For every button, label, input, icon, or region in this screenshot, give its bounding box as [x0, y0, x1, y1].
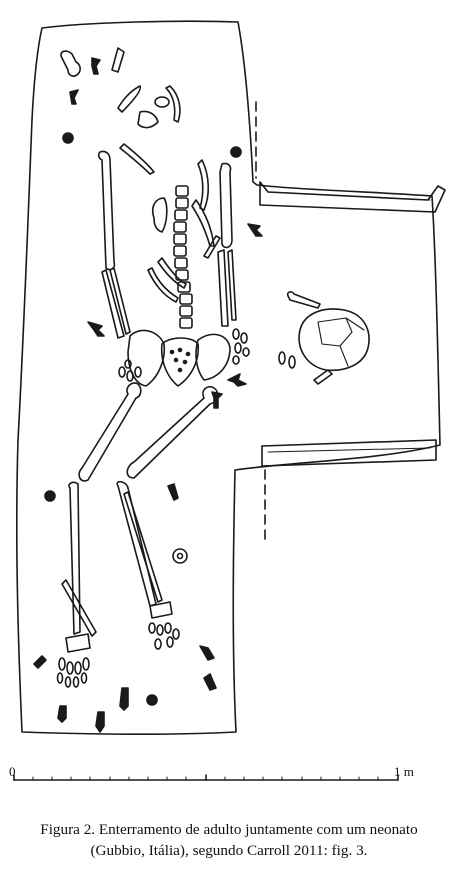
- left-hand-bones: [118, 359, 142, 382]
- ribs: [147, 159, 221, 303]
- right-forearm: [217, 249, 237, 327]
- skull-fragments: [60, 47, 181, 175]
- left-humerus: [97, 150, 116, 271]
- vertebral-column: [173, 185, 193, 329]
- scale-start-label: 0: [9, 764, 16, 779]
- lower-ledge: [261, 439, 437, 467]
- left-forearm: [101, 267, 131, 339]
- right-femur: [126, 385, 219, 479]
- right-humerus: [219, 162, 233, 249]
- dots: [44, 132, 242, 706]
- burial-plan-drawing: [13, 20, 446, 781]
- neonate-skull: [298, 308, 370, 372]
- scale-end-label: 1 m: [394, 764, 414, 779]
- upper-ledge: [259, 181, 446, 213]
- right-lower-leg: [116, 480, 163, 607]
- left-femur: [78, 382, 142, 482]
- nails: [33, 223, 263, 733]
- caption-line-2: (Gubbio, Itália), segundo Carroll 2011: …: [90, 842, 368, 859]
- caption-line-1: Figura 2. Enterramento de adulto juntame…: [40, 821, 418, 838]
- right-foot: [148, 601, 180, 650]
- ring-object: [172, 548, 188, 564]
- right-hand-bones: [232, 328, 250, 365]
- scale-bar: [13, 774, 399, 781]
- pelvis: [127, 329, 231, 387]
- left-foot: [56, 633, 91, 688]
- left-lower-leg: [61, 481, 97, 637]
- figure-caption: Figura 2. Enterramento de adulto juntame…: [0, 819, 458, 861]
- neonate-bones: [278, 291, 333, 385]
- grave-cut-outline: [15, 20, 441, 736]
